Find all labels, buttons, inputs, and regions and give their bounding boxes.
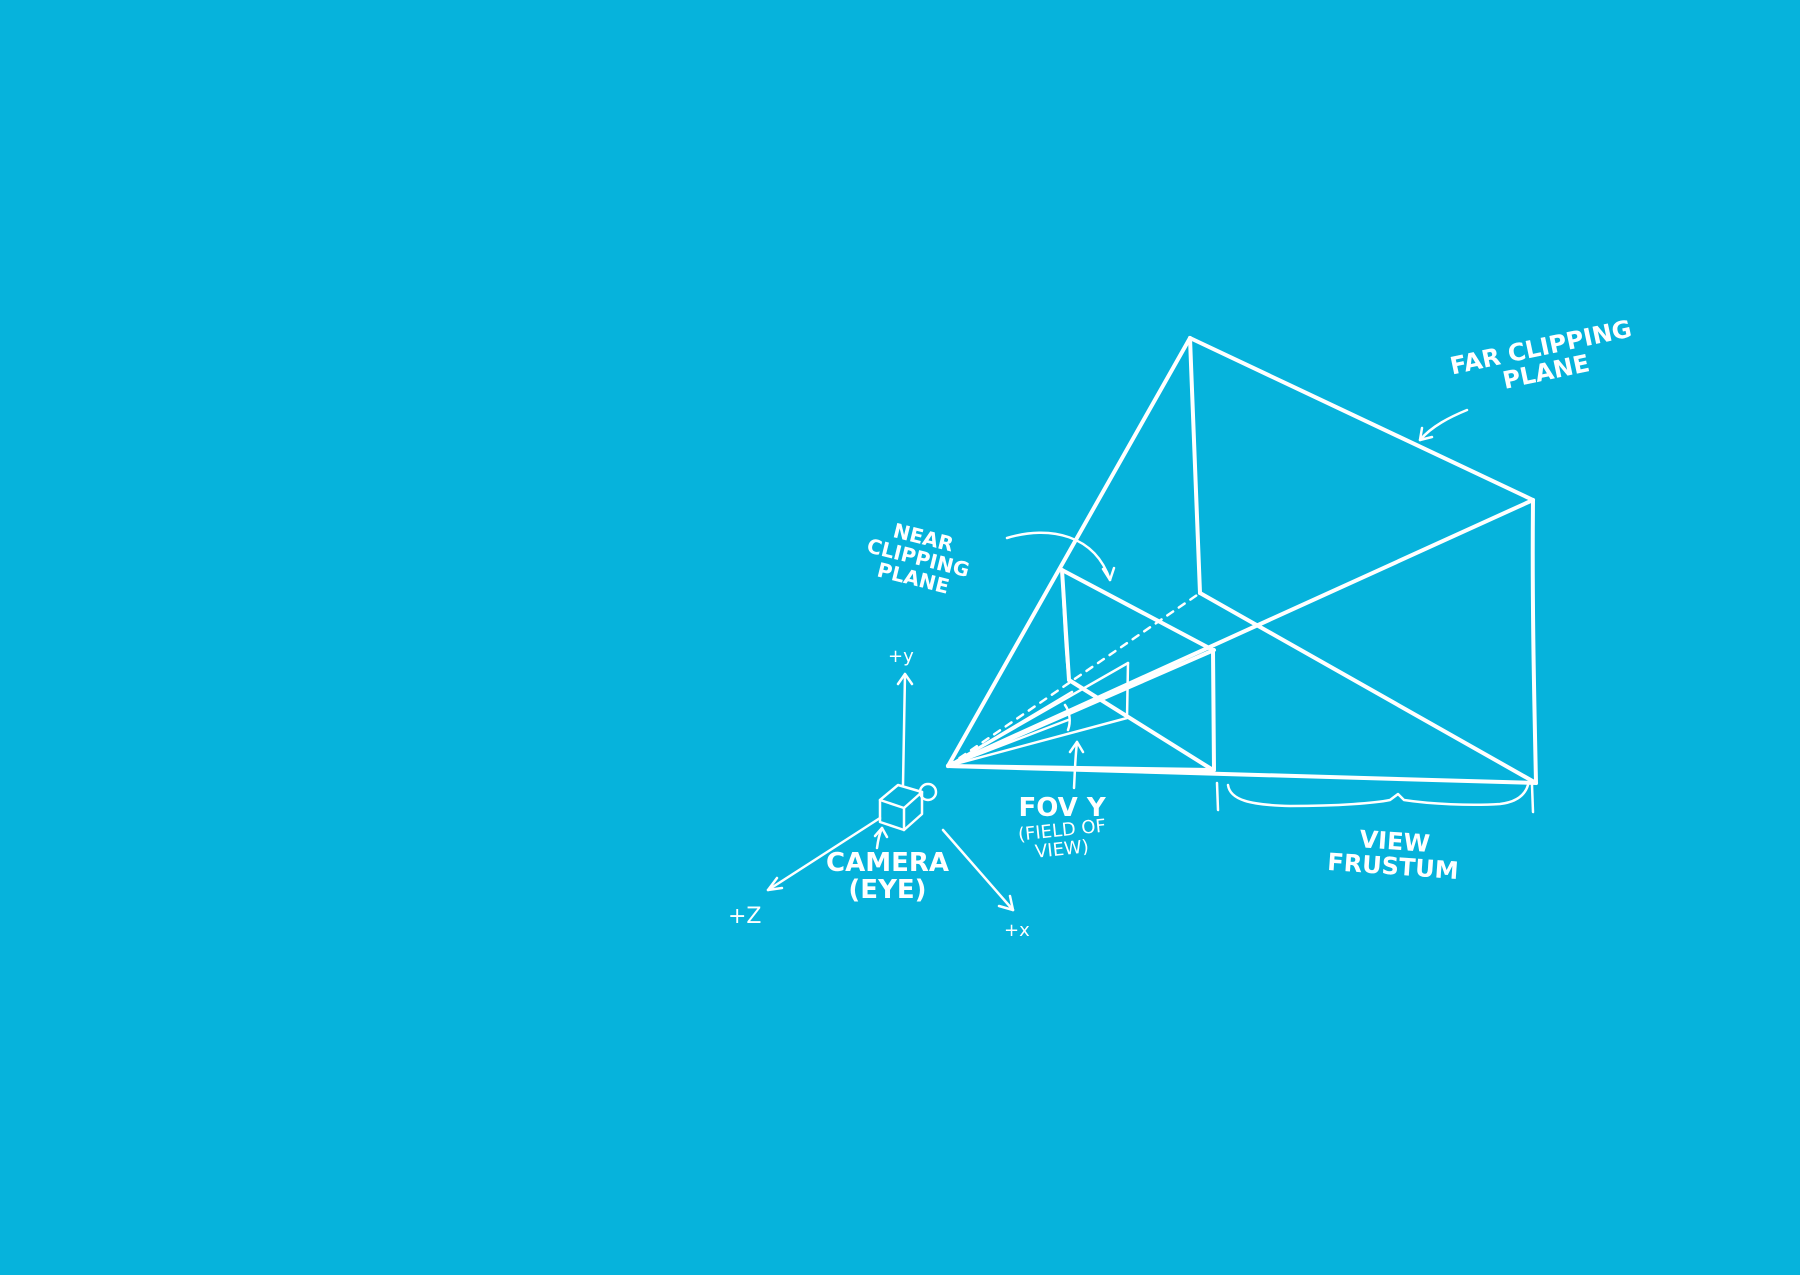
label-arrows [873,408,1469,850]
view-frustum-label: VIEW FRUSTUM [1326,825,1461,885]
axis-z-label: +Z [728,904,762,929]
fov-label-line-1: FOV Y [1018,793,1106,823]
camera-label-line-1: CAMERA [826,848,949,878]
fov-inner-frame [946,661,1130,768]
camera-label-line-2: (EYE) [848,875,927,906]
axis-y-label: +y [888,646,914,667]
view-frustum-brace [1215,781,1535,814]
camera-icon [878,782,938,832]
fov-label: FOV Y (FIELD OF VIEW) [1017,793,1107,863]
axis-x-label: +x [1004,920,1030,941]
far-clipping-plane [1188,336,1538,785]
axes [766,672,1015,912]
frustum-edges [946,336,1538,785]
near-clipping-plane [1060,568,1215,772]
camera-label: CAMERA (EYE) [826,848,949,906]
